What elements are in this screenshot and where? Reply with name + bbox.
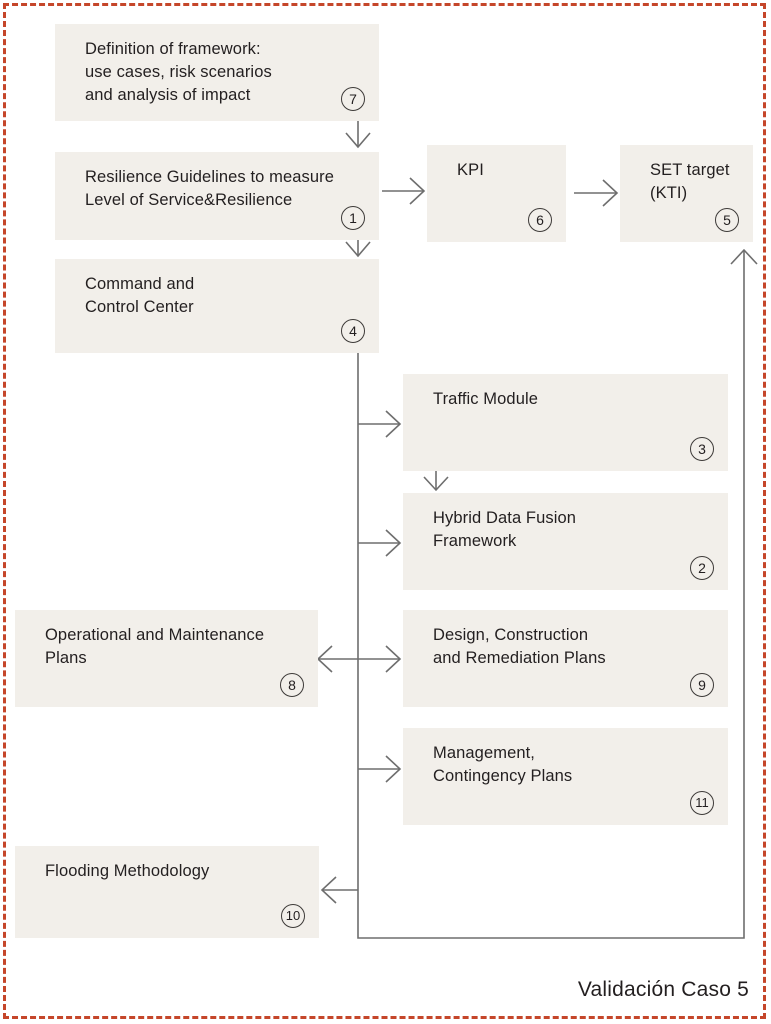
node-definition-of-framework[interactable]: Definition of framework: use cases, risk…	[55, 24, 379, 121]
connector-kpi-to-set-target	[574, 179, 619, 207]
node-label: Flooding Methodology	[45, 862, 210, 880]
connector-spine-to-management-plans	[358, 755, 402, 783]
node-set-target-kti[interactable]: SET target (KTI) 5	[620, 145, 753, 242]
node-label: Operational and Maintenance Plans	[45, 626, 265, 667]
node-label: Resilience Guidelines to measure Level o…	[85, 168, 334, 209]
node-flooding-methodology[interactable]: Flooding Methodology 10	[15, 846, 319, 938]
node-number-badge: 8	[280, 673, 304, 697]
node-resilience-guidelines[interactable]: Resilience Guidelines to measure Level o…	[55, 152, 379, 240]
node-command-and-control-center[interactable]: Command and Control Center 4	[55, 259, 379, 353]
node-label: SET target (KTI)	[650, 161, 730, 202]
node-label: Definition of framework: use cases, risk…	[85, 40, 272, 104]
node-number-badge: 4	[341, 319, 365, 343]
node-label: Management, Contingency Plans	[433, 744, 573, 785]
page-caption: Validación Caso 5	[577, 978, 749, 1001]
node-number-badge: 3	[690, 437, 714, 461]
connector-spine-to-hybrid-data-fusion	[358, 529, 402, 557]
node-number-badge: 7	[341, 87, 365, 111]
node-number-badge: 11	[690, 791, 714, 815]
node-label: Hybrid Data Fusion Framework	[433, 509, 577, 550]
connector-guidelines-to-kpi	[382, 177, 426, 205]
node-management-contingency-plans[interactable]: Management, Contingency Plans 11	[403, 728, 728, 825]
node-number-badge: 9	[690, 673, 714, 697]
connector-operational-plans-to-design-plans	[316, 645, 402, 673]
node-hybrid-data-fusion-framework[interactable]: Hybrid Data Fusion Framework 2	[403, 493, 728, 590]
node-design-construction-remediation-plans[interactable]: Design, Construction and Remediation Pla…	[403, 610, 728, 707]
node-traffic-module[interactable]: Traffic Module 3	[403, 374, 728, 471]
node-number-badge: 5	[715, 208, 739, 232]
connector-guidelines-to-command-center	[345, 240, 371, 258]
connector-framework-to-guidelines	[345, 121, 371, 149]
node-number-badge: 1	[341, 206, 365, 230]
connector-traffic-to-hybrid-data-fusion	[423, 471, 449, 492]
connector-spine-to-flooding-methodology	[320, 876, 358, 904]
node-label: Traffic Module	[433, 390, 539, 408]
node-number-badge: 2	[690, 556, 714, 580]
node-label: Command and Control Center	[85, 275, 195, 316]
node-label: Design, Construction and Remediation Pla…	[433, 626, 606, 667]
connector-command-center-spine	[357, 248, 758, 939]
node-label: KPI	[457, 161, 484, 179]
node-number-badge: 10	[281, 904, 305, 928]
node-kpi[interactable]: KPI 6	[427, 145, 566, 242]
node-operational-and-maintenance-plans[interactable]: Operational and Maintenance Plans 8	[15, 610, 318, 707]
node-number-badge: 6	[528, 208, 552, 232]
connector-spine-to-traffic-module	[358, 410, 402, 438]
